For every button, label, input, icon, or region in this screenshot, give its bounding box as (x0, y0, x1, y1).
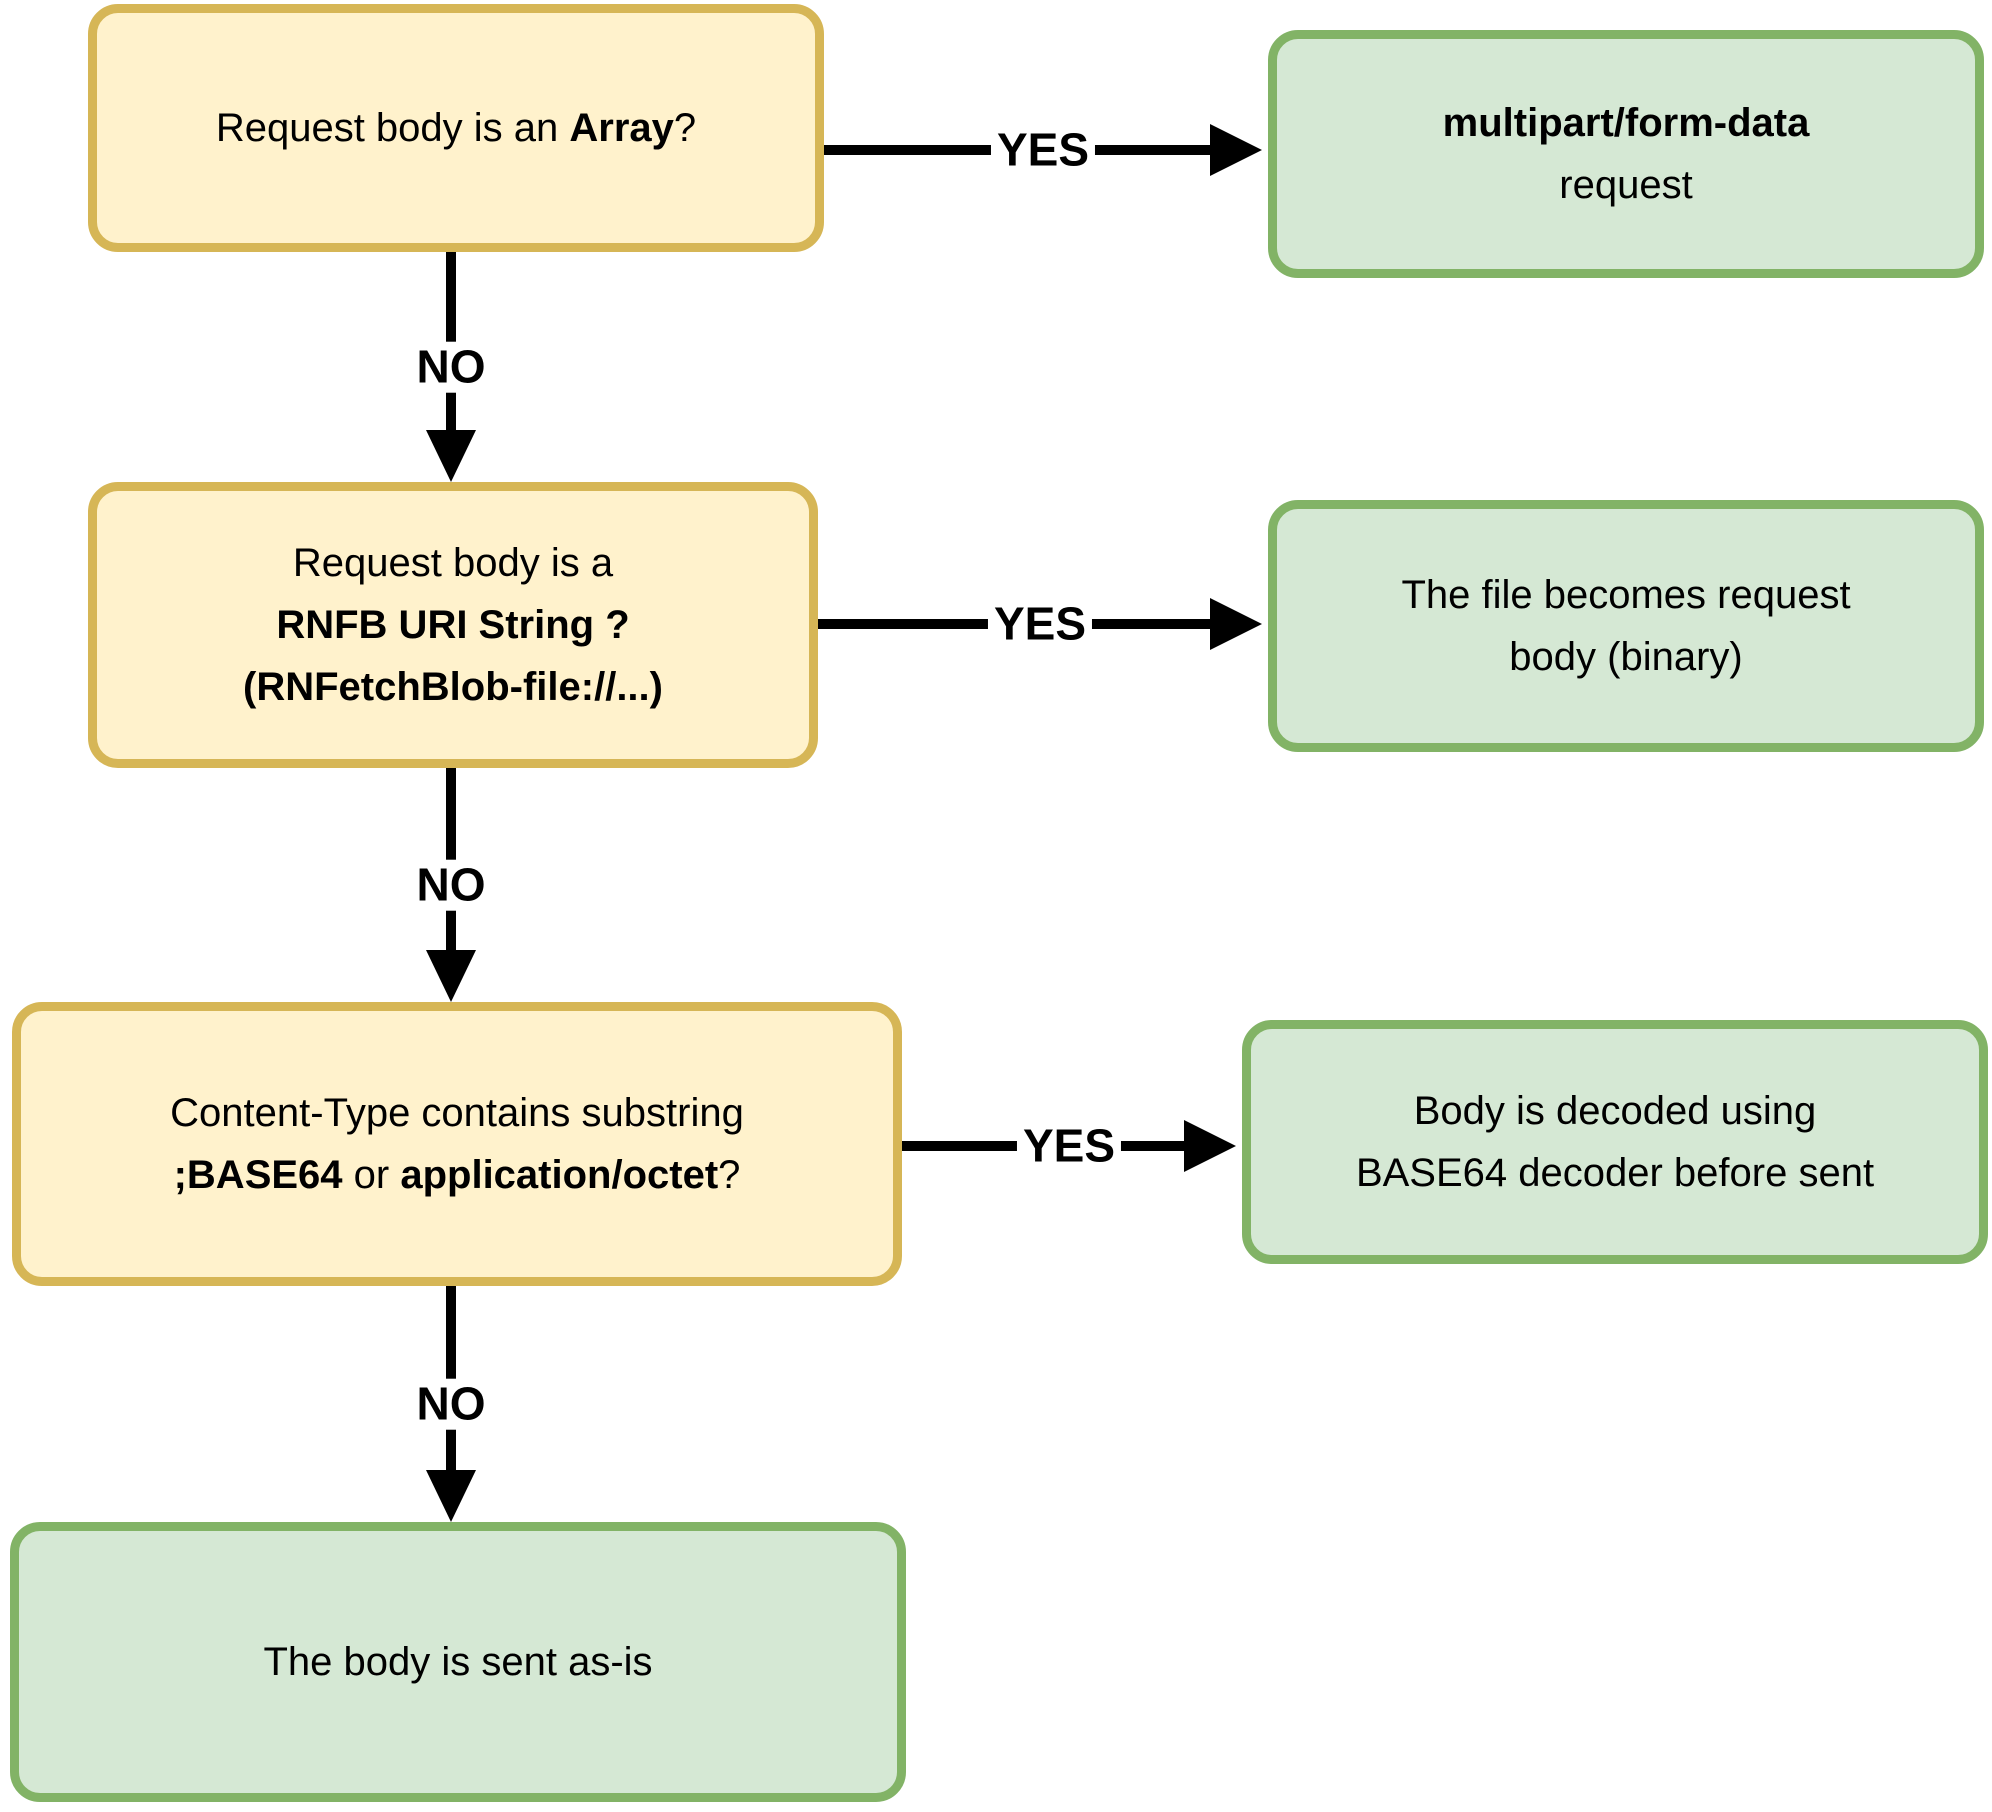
result-file-becomes-request-body: The file becomes request body (binary) (1268, 500, 1984, 752)
edge-label-yes: YES (987, 599, 1093, 650)
node-text-line: (RNFetchBlob-file://...) (243, 665, 663, 709)
edge-no-2: NO (410, 768, 492, 1002)
result-multipart-form-data-request: multipart/form-data request (1268, 30, 1984, 278)
edge-label-no: NO (410, 1379, 492, 1430)
node-text-line: The file becomes request (1401, 573, 1851, 617)
edge-yes-1: YES (824, 124, 1262, 176)
edge-label-no: NO (410, 342, 492, 393)
arrowhead-right-icon (1184, 1120, 1236, 1172)
result-body-sent-as-is: The body is sent as-is (10, 1522, 906, 1802)
node-text-line: ;BASE64 or application/octet? (173, 1153, 741, 1197)
node-text-line: request (1559, 163, 1693, 207)
edge-no-1: NO (410, 252, 492, 482)
decision-request-body-is-rnfb-uri: Request body is a RNFB URI String ? (RNFet… (88, 482, 818, 768)
edge-yes-2: YES (818, 598, 1262, 650)
node-text-line: body (binary) (1509, 635, 1743, 679)
arrowhead-down-icon (426, 950, 476, 1002)
edge-no-3: NO (410, 1286, 492, 1522)
edge-yes-3: YES (902, 1120, 1236, 1172)
node-text-line: BASE64 decoder before sent (1355, 1151, 1875, 1195)
decision-request-body-is-array: Request body is an Array? (88, 4, 824, 252)
arrowhead-down-icon (426, 1470, 476, 1522)
edge-label-yes: YES (990, 125, 1096, 176)
decision-content-type-contains-base64: Content-Type contains substring ;BASE64 o… (12, 1002, 902, 1286)
node-text-line: Request body is an Array? (215, 106, 697, 150)
node-text-line: Content-Type contains substring (170, 1091, 744, 1135)
arrowhead-down-icon (426, 430, 476, 482)
node-text-line: Request body is a (292, 541, 614, 585)
edge-label-no: NO (410, 860, 492, 911)
node-text-line: RNFB URI String ? (276, 603, 630, 647)
node-text-line: multipart/form-data (1442, 101, 1810, 145)
node-text-line: The body is sent as-is (263, 1640, 653, 1684)
arrowhead-right-icon (1210, 598, 1262, 650)
arrowhead-right-icon (1210, 124, 1262, 176)
edge-label-yes: YES (1016, 1121, 1122, 1172)
node-text-line: Body is decoded using (1413, 1089, 1817, 1133)
